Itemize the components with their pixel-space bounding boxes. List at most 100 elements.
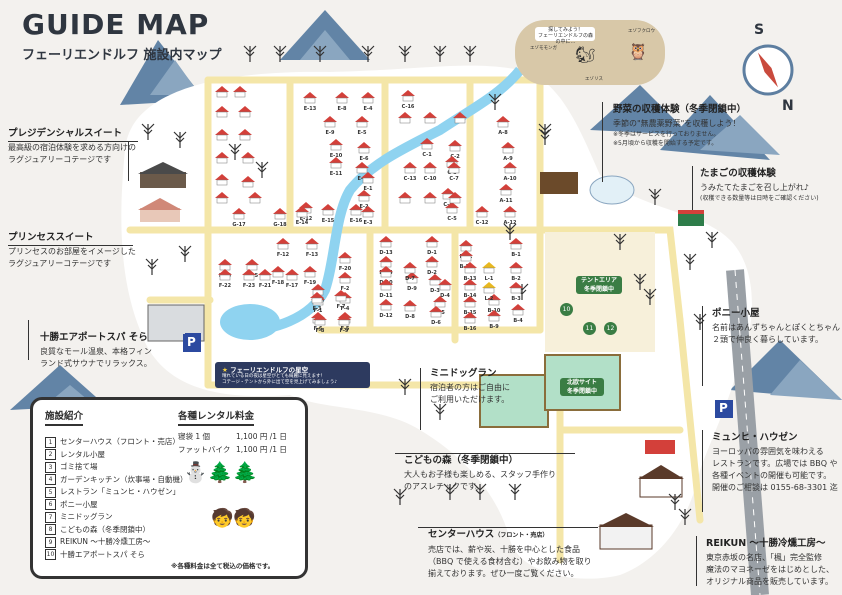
cottage-label: E-10 xyxy=(330,153,343,159)
cottage-label: D-9 xyxy=(407,286,417,292)
cottage: A-11 xyxy=(499,184,513,204)
reikun-callout: REIKUN 〜十勝冷燻工房〜 東京赤坂の名店、「楓」完全監修 魔法のマヨネーゼ… xyxy=(706,538,834,586)
cottage-label: F-8 xyxy=(316,328,325,334)
parking-right xyxy=(715,400,733,418)
cottage-label: C-10 xyxy=(424,176,437,182)
cottage-label: B-1 xyxy=(511,252,521,258)
cottage: E-8 xyxy=(335,92,349,112)
cottage xyxy=(215,192,229,204)
cottage-label: C-13 xyxy=(404,176,417,182)
cottage: B-16 xyxy=(463,312,477,332)
cottage: C-5 xyxy=(445,202,459,222)
cottage: C-10 xyxy=(423,162,437,182)
cottage: E-1 xyxy=(361,172,375,192)
cottage-label: D-4 xyxy=(440,293,450,299)
cottage-label: E-2 xyxy=(360,204,369,210)
tree-icon xyxy=(488,93,502,110)
tree-icon xyxy=(145,258,159,275)
cottage-label: A-8 xyxy=(498,130,508,136)
princess-cottage xyxy=(140,208,180,222)
road-network xyxy=(126,76,704,564)
pond xyxy=(220,304,280,340)
cottage: F-2 xyxy=(338,272,352,292)
rental-title: 各種レンタル料金 xyxy=(178,408,255,426)
red-building xyxy=(645,440,675,454)
compass xyxy=(742,44,794,96)
cottage: B-1 xyxy=(509,238,523,258)
cottage-label: E-15 xyxy=(322,218,335,224)
cottage-label: E-5 xyxy=(358,130,367,136)
cottage-label: E-13 xyxy=(304,106,317,112)
cottage: E-15 xyxy=(321,204,335,224)
wildlife-question: 探してみよう！フェーリエンドルフの森の中に… xyxy=(538,27,594,45)
cottage: C-2 xyxy=(448,140,462,160)
cottage-label: B-14 xyxy=(464,293,477,299)
cottage: F-23 xyxy=(242,269,256,289)
cottage-label: D-12 xyxy=(379,313,393,319)
tree-icon xyxy=(693,313,707,330)
compass-north: N xyxy=(782,98,794,114)
legend-note: ※各種料金は全て税込の価格です。 xyxy=(171,562,275,570)
cottage: A-12 xyxy=(503,206,517,226)
parking-left-label: P xyxy=(187,335,196,349)
tree-icon xyxy=(243,45,257,62)
cottage: B-3 xyxy=(509,282,523,302)
cottage-label: F-7 xyxy=(337,304,346,310)
cottage-label: F-9 xyxy=(340,328,349,334)
wildlife-owl: エゾフクロウ xyxy=(628,29,655,34)
compass-south: S xyxy=(754,22,765,38)
tree-icon xyxy=(273,45,287,62)
legend-number: 6 xyxy=(45,499,56,510)
cottage-label: D-7 xyxy=(405,276,415,282)
cottage-label: E-1 xyxy=(364,186,373,192)
area-number-10: 10 xyxy=(560,303,573,316)
cottage: E-13 xyxy=(303,92,317,112)
legend-number: 8 xyxy=(45,524,56,535)
egg-house xyxy=(678,212,704,226)
cottage xyxy=(398,112,412,124)
cottage-label: E-7 xyxy=(358,176,367,182)
cottage: E-5 xyxy=(355,116,369,136)
cottage-label: B-4 xyxy=(513,318,523,324)
cottage xyxy=(248,192,262,204)
cottage-label: F-13 xyxy=(306,252,319,258)
tent-area-sign: テントエリア冬季閉鎖中 xyxy=(576,276,622,294)
tree-icon xyxy=(443,483,457,500)
cottage: C-13 xyxy=(403,162,417,182)
tree-icon xyxy=(473,483,487,500)
cottage: F-9 xyxy=(337,314,351,334)
legend-label: ガーデンキッチン（炊事場・自動機） xyxy=(60,474,188,484)
cottage xyxy=(215,152,229,164)
cottage: A-10 xyxy=(503,162,517,182)
legend-label: ゴミ捨て場 xyxy=(60,462,98,471)
cottage-label: A-12 xyxy=(504,220,517,226)
cottage-label: F-2 xyxy=(341,286,350,292)
tree-icon xyxy=(678,508,692,525)
cottage: F-21 xyxy=(258,269,272,289)
tree-icon xyxy=(228,143,242,160)
cottage: D-11 xyxy=(379,279,393,299)
bbq-site-sign: 北欧サイト冬季閉鎖中 xyxy=(560,378,604,396)
munchen-house xyxy=(639,476,683,498)
cottage-label: F-18 xyxy=(272,280,285,286)
legend-label: レストラン「ミュンヒ・ハウゼン」 xyxy=(60,487,180,496)
legend-label: ミニドッグラン xyxy=(60,512,113,521)
tree-icon xyxy=(613,233,627,250)
cottage-label: F-23 xyxy=(243,283,256,289)
cottage: C-1 xyxy=(420,138,434,158)
cottage-label: E-9 xyxy=(326,130,335,136)
tree-icon xyxy=(538,128,552,145)
legend-label: レンタル小屋 xyxy=(60,449,105,459)
center-house xyxy=(599,524,653,550)
cottage: D-2 xyxy=(425,256,439,276)
tree-icon xyxy=(433,403,447,420)
center-house-callout: センターハウス（フロント・売店） 売店では、薪や炭、十勝を中心とした食品 （BB… xyxy=(428,529,592,578)
tree-icon xyxy=(398,378,412,395)
cottage: E-10 xyxy=(329,139,343,159)
legend-label: 十勝エアポートスパ そら xyxy=(60,549,145,559)
